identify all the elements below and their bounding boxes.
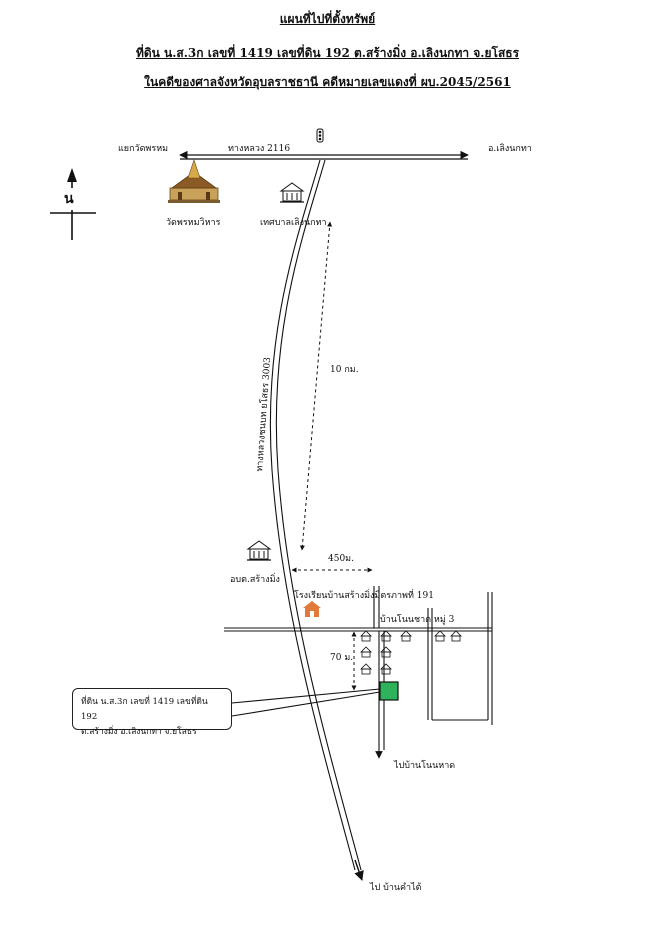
label-municipality: เทศบาลเลิงนกทา [260, 218, 327, 228]
label-school: โรงเรียนบ้านสร้างมิ่งมิตรภาพที่ 191 [294, 591, 434, 601]
callout-line2: ต.สร้างมิ่ง อ.เลิงนกทา จ.ยโสธร [81, 727, 197, 737]
school-icon [303, 601, 321, 617]
house-icon [400, 630, 412, 642]
label-temple: วัดพรหมวิหาร [166, 218, 221, 228]
highway-3003 [269, 159, 364, 881]
property-marker [379, 681, 399, 701]
house-icon [380, 663, 392, 675]
tao-office-icon [246, 540, 272, 561]
highway-2116 [179, 150, 469, 160]
house-icon [380, 646, 392, 658]
north-label: น [62, 188, 76, 210]
house-icon [360, 630, 372, 642]
house-icon [450, 630, 462, 642]
traffic-light-icon [316, 128, 324, 143]
house-icon [360, 646, 372, 658]
label-tao-office: อบต.สร้างมิ่ง [230, 575, 280, 585]
label-to-khamtai: ไป บ้านคำไต้ [370, 883, 422, 893]
house-icon [360, 663, 372, 675]
callout-pointer [231, 688, 381, 717]
map-title: แผนที่ไปที่ตั้งทรัพย์ [279, 12, 376, 26]
property-title: ที่ดิน น.ส.3ก เลขที่ 1419 เลขที่ดิน 192 … [135, 46, 520, 60]
label-highway-2116: ทางหลวง 2116 [228, 144, 291, 154]
label-village: บ้านโนนชาด หมู่ 3 [380, 615, 455, 625]
label-right-end: อ.เลิงนกทา [488, 144, 532, 154]
distance-10km-line [299, 221, 333, 551]
house-icons [360, 630, 462, 675]
property-callout: ที่ดิน น.ส.3ก เลขที่ 1419 เลขที่ดิน 192 … [72, 688, 232, 737]
house-icon [380, 630, 392, 642]
label-450m: 450ม. [328, 554, 354, 564]
label-70m: 70 ม. [330, 653, 354, 663]
label-left-end: แยกวัดพรหม [118, 144, 169, 154]
house-icon [434, 630, 446, 642]
label-to-nonhat: ไปบ้านโนนหาด [394, 761, 456, 771]
case-title: ในคดีของศาลจังหวัดอุบลราชธานี คดีหมายเลข… [144, 75, 511, 89]
callout-line1: ที่ดิน น.ส.3ก เลขที่ 1419 เลขที่ดิน 192 [81, 697, 208, 722]
temple-icon [168, 159, 220, 203]
municipality-building-icon [279, 182, 305, 203]
label-10km: 10 กม. [330, 365, 359, 375]
